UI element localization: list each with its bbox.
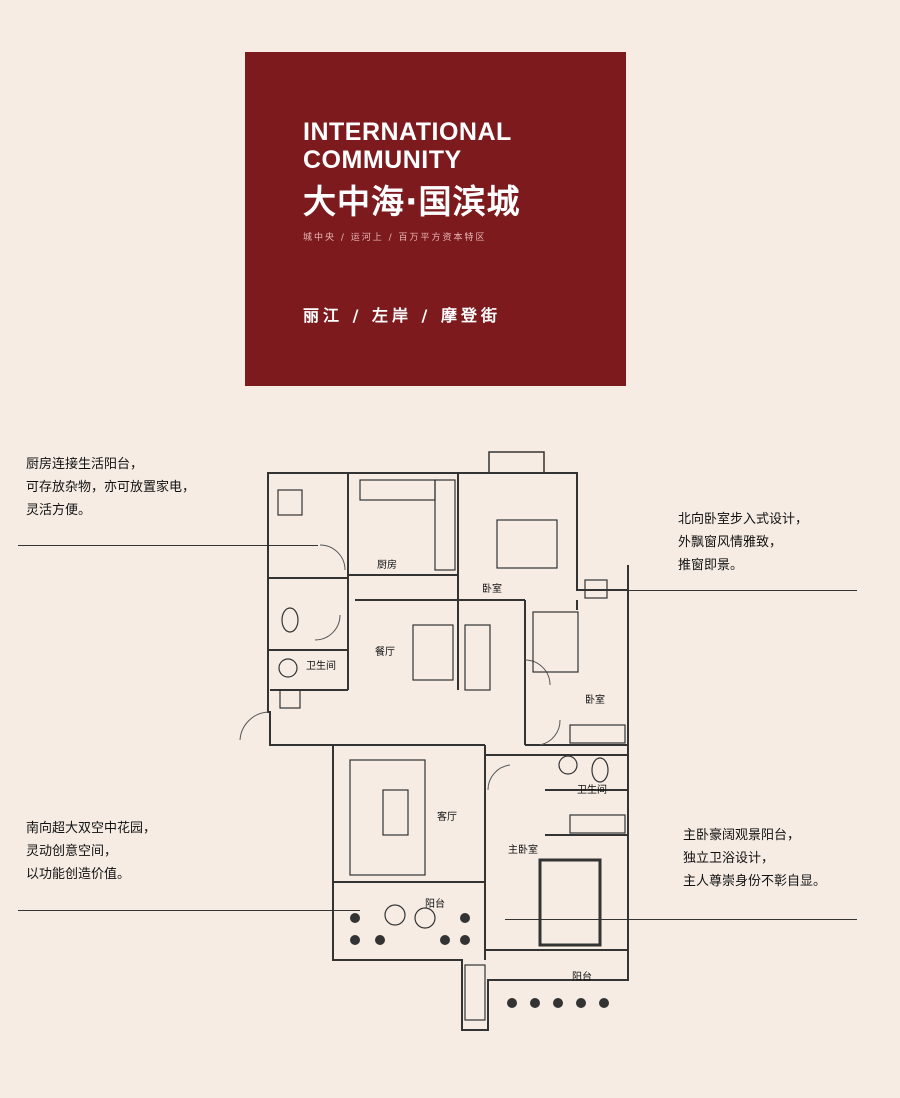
- kitchen-counter: [434, 479, 456, 571]
- note-line: 主人尊崇身份不彰自显。: [683, 874, 827, 889]
- brand-english-title: INTERNATIONAL COMMUNITY: [303, 118, 613, 174]
- washer: [277, 489, 303, 516]
- note-line: 北向卧室步入式设计，: [678, 512, 809, 527]
- bed-master: [538, 858, 602, 947]
- chair-balcony: [384, 904, 406, 926]
- dining-table: [412, 624, 454, 681]
- note-master-balcony: 主卧豪阔观景阳台， 独立卫浴设计， 主人尊崇身份不彰自显。: [683, 824, 826, 893]
- plant-icon: [350, 913, 360, 923]
- plant-icon: [460, 913, 470, 923]
- plant-icon: [553, 998, 563, 1008]
- basin-east: [558, 755, 578, 775]
- leader-line-master-balcony: [505, 919, 857, 920]
- room-label-master-bedroom: 主卧室: [508, 843, 538, 856]
- coffee-table: [382, 789, 409, 836]
- note-line: 推窗即景。: [678, 558, 744, 573]
- vent-west: [279, 689, 301, 709]
- wardrobe-east: [569, 724, 626, 744]
- plant-icon: [350, 935, 360, 945]
- brand-chinese-title: 大中海·国滨城: [303, 182, 521, 221]
- room-label-bedroom-north: 卧室: [482, 582, 502, 595]
- note-line: 南向超大双空中花园，: [26, 821, 157, 836]
- plant-icon: [576, 998, 586, 1008]
- wardrobe-master: [569, 814, 626, 834]
- room-label-bedroom-east: 卧室: [585, 693, 605, 706]
- leader-line-kitchen: [18, 545, 318, 546]
- brand-subtitle: 城中央 / 运河上 / 百万平方资本特区: [303, 233, 487, 243]
- note-line: 灵活方便。: [26, 503, 92, 518]
- leader-line-north-bedroom: [595, 590, 857, 591]
- note-line: 可存放杂物，亦可放置家电，: [26, 480, 196, 495]
- room-label-balcony-south: 阳台: [425, 897, 445, 910]
- wardrobe-north: [464, 624, 491, 691]
- room-label-bathroom-east: 卫生间: [577, 783, 607, 796]
- vent-master: [464, 964, 486, 1021]
- bed-east: [532, 611, 579, 673]
- sofa-set: [349, 759, 426, 876]
- basin-west: [278, 658, 298, 678]
- note-line: 灵动创意空间，: [26, 844, 118, 859]
- bed-north: [496, 519, 558, 569]
- outer-wall: [267, 472, 629, 1031]
- toilet-east: [591, 757, 609, 783]
- brand-panel: INTERNATIONAL COMMUNITY 大中海·国滨城 城中央 / 运河…: [245, 52, 626, 386]
- plant-icon: [530, 998, 540, 1008]
- plant-icon: [599, 998, 609, 1008]
- vent-east: [584, 579, 608, 599]
- bay-window: [488, 451, 545, 474]
- note-line: 外飘窗风情雅致，: [678, 535, 783, 550]
- kitchen-sink-counter: [359, 479, 436, 501]
- note-line: 厨房连接生活阳台，: [26, 457, 144, 472]
- plant-icon: [375, 935, 385, 945]
- toilet-west: [281, 607, 299, 633]
- note-line: 独立卫浴设计，: [683, 851, 775, 866]
- brand-english-line2: COMMUNITY: [303, 146, 462, 174]
- note-line: 以功能创造价值。: [26, 867, 131, 882]
- note-north-bedroom: 北向卧室步入式设计， 外飘窗风情雅致， 推窗即景。: [678, 508, 808, 577]
- room-label-balcony-master: 阳台: [572, 970, 592, 983]
- room-label-dining: 餐厅: [375, 645, 395, 658]
- note-line: 主卧豪阔观景阳台，: [683, 828, 801, 843]
- room-label-bathroom-west: 卫生间: [306, 659, 336, 672]
- plant-icon: [507, 998, 517, 1008]
- room-label-living: 客厅: [437, 810, 457, 823]
- note-kitchen-balcony: 厨房连接生活阳台， 可存放杂物，亦可放置家电， 灵活方便。: [26, 453, 195, 522]
- brand-english-line1: INTERNATIONAL: [303, 118, 512, 146]
- chair-balcony: [414, 907, 436, 929]
- brand-slogan: 丽江 / 左岸 / 摩登街: [303, 306, 501, 325]
- plant-icon: [460, 935, 470, 945]
- leader-line-south-garden: [18, 910, 360, 911]
- plant-icon: [440, 935, 450, 945]
- note-south-garden: 南向超大双空中花园， 灵动创意空间， 以功能创造价值。: [26, 817, 156, 886]
- room-label-kitchen: 厨房: [377, 558, 397, 571]
